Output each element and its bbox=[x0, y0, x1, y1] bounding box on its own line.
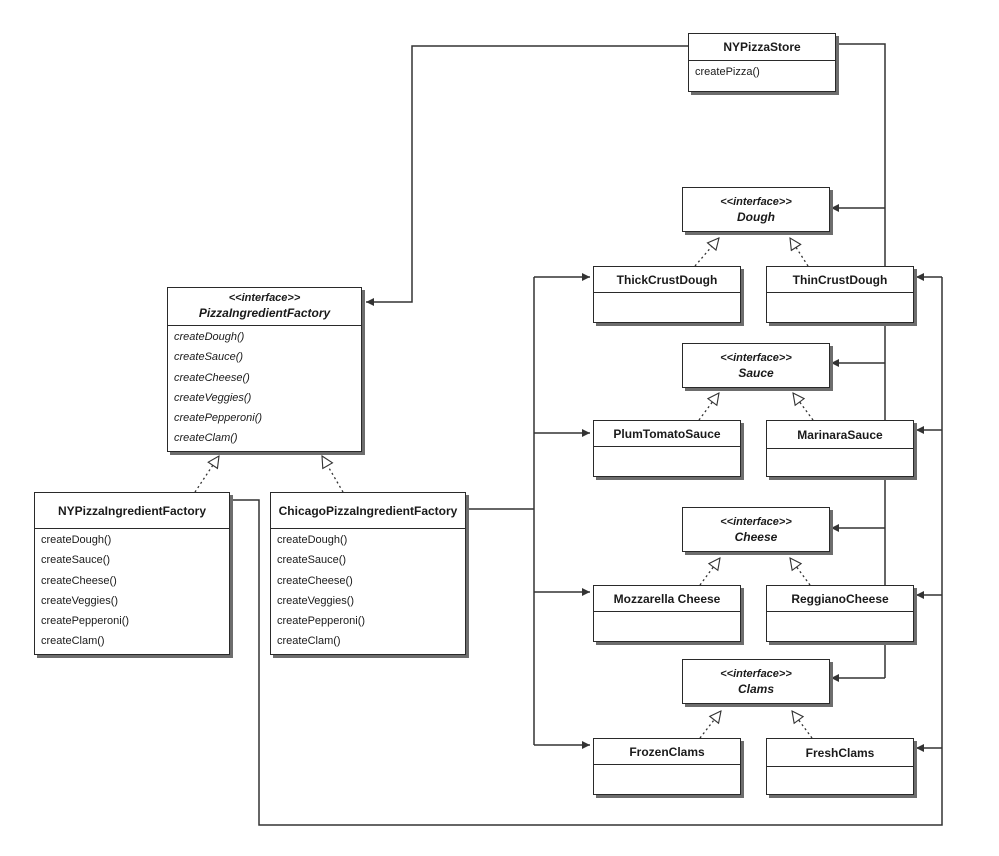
stereotype: <<interface>> bbox=[720, 516, 792, 528]
class-marinara-sauce[interactable]: MarinaraSauce bbox=[766, 420, 914, 477]
method: createCheese() bbox=[174, 371, 250, 384]
class-ny-pizza-store[interactable]: NYPizzaStore createPizza() bbox=[688, 33, 836, 92]
class-name: FrozenClams bbox=[594, 739, 740, 765]
interface-dough[interactable]: <<interface>> Dough bbox=[682, 187, 830, 232]
class-name: PizzaIngredientFactory bbox=[198, 306, 331, 320]
stereotype: <<interface>> bbox=[228, 292, 301, 304]
class-name: Sauce bbox=[738, 366, 774, 380]
method-list: createDough() createSauce() createCheese… bbox=[168, 326, 361, 452]
class-header: <<interface>> Sauce bbox=[683, 344, 829, 380]
method: createSauce() bbox=[174, 351, 244, 364]
assoc-chicago-to-products bbox=[466, 273, 590, 749]
class-chicago-pizza-ingredient-factory[interactable]: ChicagoPizzaIngredientFactory createDoug… bbox=[270, 492, 466, 655]
assoc-store-to-factory bbox=[366, 45, 688, 306]
class-header: <<interface>> PizzaIngredientFactory bbox=[168, 288, 361, 326]
assoc-ny-to-products bbox=[230, 273, 943, 826]
class-name: ThinCrustDough bbox=[767, 267, 913, 293]
class-name: ReggianoCheese bbox=[767, 586, 913, 612]
class-thick-crust-dough[interactable]: ThickCrustDough bbox=[593, 266, 741, 323]
stereotype: <<interface>> bbox=[720, 352, 792, 364]
method: createSauce() bbox=[277, 554, 347, 567]
class-name: Cheese bbox=[734, 530, 778, 544]
class-name: FreshClams bbox=[767, 739, 913, 767]
class-name: Mozzarella Cheese bbox=[594, 586, 740, 612]
class-header: <<interface>> Cheese bbox=[683, 508, 829, 544]
method: createSauce() bbox=[41, 554, 111, 567]
class-name: ThickCrustDough bbox=[594, 267, 740, 293]
class-plum-tomato-sauce[interactable]: PlumTomatoSauce bbox=[593, 420, 741, 477]
stereotype: <<interface>> bbox=[720, 668, 792, 680]
method-list: createDough() createSauce() createCheese… bbox=[271, 529, 465, 655]
stereotype: <<interface>> bbox=[720, 196, 792, 208]
class-mozzarella-cheese[interactable]: Mozzarella Cheese bbox=[593, 585, 741, 642]
method: createDough() bbox=[277, 534, 348, 546]
class-reggiano-cheese[interactable]: ReggianoCheese bbox=[766, 585, 914, 642]
method: createPepperoni() bbox=[277, 615, 366, 628]
method: createClam() bbox=[277, 635, 341, 648]
method: createVeggies() bbox=[41, 594, 119, 607]
class-ny-pizza-ingredient-factory[interactable]: NYPizzaIngredientFactory createDough() c… bbox=[34, 492, 230, 655]
method: createPepperoni() bbox=[174, 412, 263, 425]
class-frozen-clams[interactable]: FrozenClams bbox=[593, 738, 741, 795]
class-thin-crust-dough[interactable]: ThinCrustDough bbox=[766, 266, 914, 323]
method: createCheese() bbox=[41, 574, 117, 587]
method-list: createPizza() bbox=[689, 61, 835, 85]
interface-cheese[interactable]: <<interface>> Cheese bbox=[682, 507, 830, 552]
method: createClam() bbox=[174, 432, 238, 445]
class-name: PlumTomatoSauce bbox=[594, 421, 740, 447]
class-name: NYPizzaIngredientFactory bbox=[35, 493, 229, 529]
method: createVeggies() bbox=[174, 391, 252, 404]
realization-links bbox=[194, 238, 814, 739]
assoc-store-to-products bbox=[831, 43, 886, 682]
method: createClam() bbox=[41, 635, 105, 648]
method: createPepperoni() bbox=[41, 615, 130, 628]
class-name: Clams bbox=[737, 682, 775, 696]
method: createDough() bbox=[174, 331, 245, 343]
method: createCheese() bbox=[277, 574, 353, 587]
class-name: NYPizzaStore bbox=[689, 34, 835, 61]
class-header: <<interface>> Dough bbox=[683, 188, 829, 224]
interface-sauce[interactable]: <<interface>> Sauce bbox=[682, 343, 830, 388]
class-header: <<interface>> Clams bbox=[683, 660, 829, 696]
method: createPizza() bbox=[695, 66, 760, 78]
class-name: ChicagoPizzaIngredientFactory bbox=[271, 493, 465, 529]
interface-clams[interactable]: <<interface>> Clams bbox=[682, 659, 830, 704]
class-name: MarinaraSauce bbox=[767, 421, 913, 449]
method: createVeggies() bbox=[277, 594, 355, 607]
method-list: createDough() createSauce() createCheese… bbox=[35, 529, 229, 655]
interface-pizza-ingredient-factory[interactable]: <<interface>> PizzaIngredientFactory cre… bbox=[167, 287, 362, 452]
method: createDough() bbox=[41, 534, 112, 546]
class-fresh-clams[interactable]: FreshClams bbox=[766, 738, 914, 795]
class-name: Dough bbox=[737, 210, 775, 224]
